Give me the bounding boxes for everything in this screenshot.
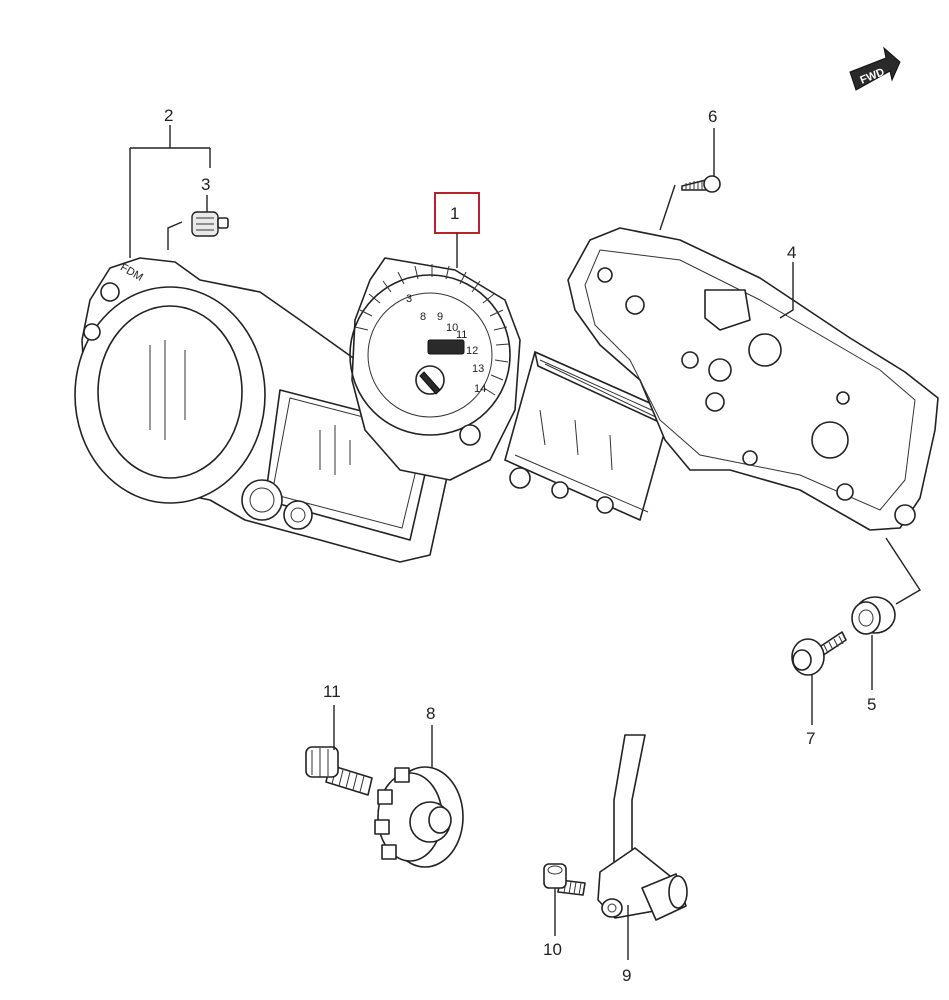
part-label-4[interactable]: 4 [787,243,796,262]
tach-label: 13 [472,363,484,375]
meter-assembly-part: 3 8 9 10 11 12 13 14 1 [349,192,683,521]
part-label-1[interactable]: 1 [450,204,459,223]
part-label-2[interactable]: 2 [164,106,173,125]
fwd-arrow-icon: FWD [849,46,901,91]
part-labels: 2 3 4 5 6 7 8 9 10 11 [164,106,876,985]
screw-part [681,175,721,193]
grommet-part [191,211,229,237]
tach-label: 11 [456,329,467,341]
sensor-rotor-part [374,766,464,868]
part-label-7[interactable]: 7 [806,729,815,748]
tach-label: 8 [420,311,426,323]
part-label-5[interactable]: 5 [867,695,876,714]
leader-lines [129,125,921,960]
meter-cover-part: FDM [74,257,456,563]
part-label-6[interactable]: 6 [708,107,717,126]
part-label-10[interactable]: 10 [543,940,562,959]
meter-case-part [567,227,939,531]
tach-label: 14 [474,383,486,395]
part-label-9[interactable]: 9 [622,966,631,985]
tach-scale: 3 8 9 10 11 12 13 14 [406,293,486,395]
bolt-part [791,631,847,676]
cushion-part [851,596,896,635]
speed-sensor-part [597,734,688,921]
part-label-11[interactable]: 11 [323,682,341,701]
tach-label: 12 [466,345,478,357]
tach-label: 3 [406,293,412,305]
meter-logo [427,339,465,355]
part-label-8[interactable]: 8 [426,704,435,723]
tach-label: 9 [437,311,443,323]
bolt-part [543,863,586,896]
tach-label: 10 [446,322,458,334]
bolt-part [305,746,373,796]
tach-ticks [354,264,510,396]
part-label-3[interactable]: 3 [201,175,210,194]
